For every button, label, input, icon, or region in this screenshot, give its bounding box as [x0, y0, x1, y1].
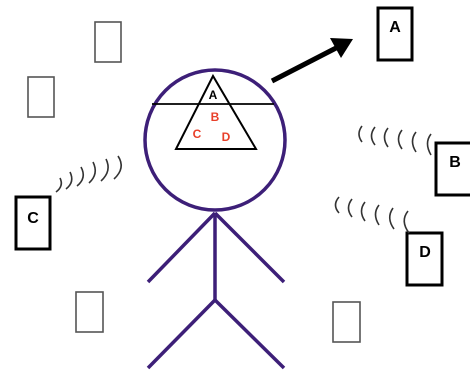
- left-leg: [146, 298, 217, 370]
- sound-wave-icon-b: [358, 125, 432, 156]
- empty-box-top-left: [94, 21, 122, 63]
- triangle-label-d: D: [222, 130, 231, 144]
- sound-wave-icon-c: [55, 155, 122, 193]
- triangle-label-a: A: [209, 88, 218, 102]
- empty-box-bottom-right: [332, 301, 361, 343]
- arrow-right-up-icon: [270, 38, 353, 84]
- right-leg: [213, 298, 286, 370]
- empty-box-left: [27, 76, 55, 118]
- stimulus-box-c: [14, 195, 52, 251]
- stimulus-box-d-label: D: [419, 244, 431, 261]
- attention-triangle: [174, 73, 258, 150]
- stimulus-box-c-label: C: [27, 210, 39, 227]
- stimulus-box-b: [434, 141, 470, 197]
- head-circle: [143, 68, 287, 212]
- empty-box-bottom-left: [75, 291, 104, 333]
- triangle-label-c: C: [193, 127, 202, 141]
- stimulus-box-b-label: B: [449, 154, 461, 171]
- left-arm: [146, 211, 217, 284]
- stimulus-box-a: [376, 6, 414, 62]
- triangle-label-b: B: [211, 110, 220, 124]
- sound-wave-icon-d: [334, 196, 410, 234]
- right-arm: [213, 211, 286, 284]
- stimulus-box-a-label: A: [389, 19, 401, 36]
- stimulus-box-d: [405, 231, 444, 287]
